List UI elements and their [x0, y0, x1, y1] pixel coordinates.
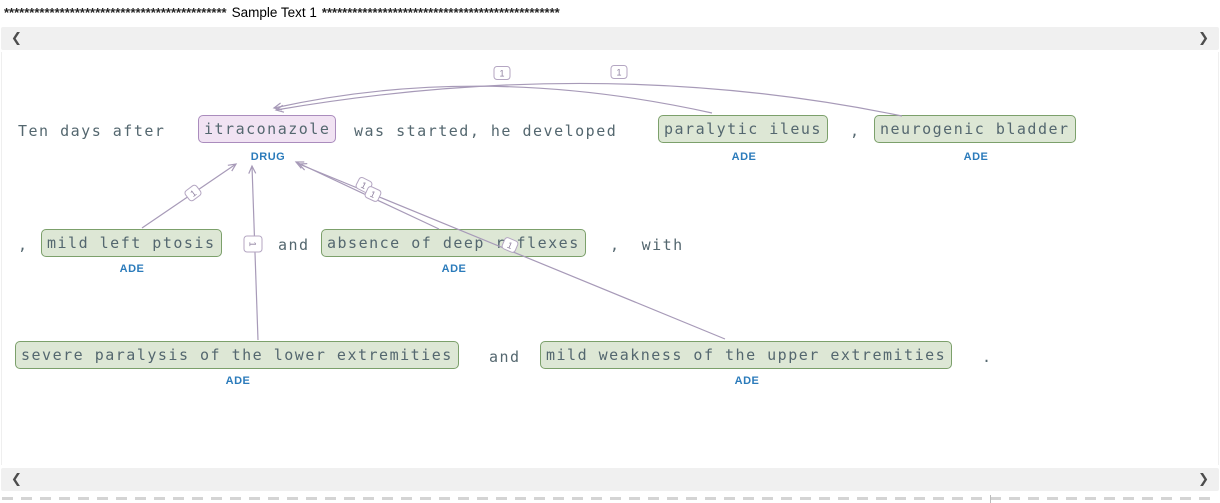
svg-text:1: 1	[616, 68, 621, 78]
scroll-left-icon[interactable]: ❮	[11, 472, 22, 487]
relation-arc-drug-paralytic-ileus[interactable]	[272, 85, 713, 114]
page-title: Sample Text 1	[231, 5, 317, 20]
text-run: .	[982, 348, 993, 366]
relation-arc-drug-neurogenic-bladder[interactable]	[274, 82, 903, 117]
text-run: was started, he developed	[354, 122, 618, 140]
entity-type-label-ade[interactable]: ADE	[963, 151, 989, 163]
svg-text:1: 1	[359, 180, 368, 191]
text-run: ,	[850, 122, 861, 140]
scroll-left-icon[interactable]: ❮	[11, 31, 22, 46]
text-run: ,	[18, 236, 29, 254]
header-asterisks-left: ****************************************…	[4, 5, 227, 20]
entity-type-label-ade[interactable]: ADE	[119, 263, 145, 275]
svg-text:1: 1	[188, 188, 198, 199]
relation-label[interactable]: 1	[184, 184, 202, 202]
svg-text:1: 1	[248, 241, 258, 246]
cutoff-divider	[990, 495, 991, 503]
cutoff-next-section	[0, 494, 1220, 503]
entity-ade-severe-paralysis[interactable]: severe paralysis of the lower extremitie…	[15, 341, 459, 369]
scroll-right-icon[interactable]: ❯	[1198, 31, 1209, 46]
relation-line-ptosis-drug[interactable]	[141, 163, 238, 229]
relation-line-absence-reflexes-drug[interactable]	[294, 161, 440, 230]
relation-line-severe-paralysis-drug[interactable]	[248, 164, 259, 341]
entity-type-label-ade[interactable]: ADE	[441, 263, 467, 275]
entity-ade-mild-left-ptosis[interactable]: mild left ptosis	[41, 229, 222, 257]
relation-label[interactable]: 1	[364, 186, 382, 203]
svg-text:1: 1	[499, 69, 504, 79]
relation-arcs-layer: 1 1 1 1 1 1	[141, 65, 903, 341]
entity-type-label-ade[interactable]: ADE	[731, 151, 757, 163]
top-horizontal-scrollbar[interactable]: ❮ ❯	[1, 27, 1219, 50]
text-run: and	[278, 236, 310, 254]
entity-ade-absence-of-deep-reflexes[interactable]: absence of deep reflexes	[321, 229, 586, 257]
relation-label[interactable]: 1	[355, 176, 373, 193]
relation-label[interactable]: 1	[610, 65, 628, 79]
annotation-canvas: Ten days after itraconazole was started,…	[1, 52, 1219, 465]
svg-text:1: 1	[368, 189, 377, 200]
entity-ade-mild-weakness[interactable]: mild weakness of the upper extremities	[540, 341, 953, 369]
entity-drug-itraconazole[interactable]: itraconazole	[198, 115, 337, 143]
cutoff-dashed-row	[2, 497, 1212, 500]
entity-ade-paralytic-ileus[interactable]: paralytic ileus	[658, 115, 828, 143]
header-asterisks-right: ****************************************…	[321, 5, 560, 20]
relation-label[interactable]: 1	[493, 66, 511, 80]
text-run: , with	[610, 236, 684, 254]
entity-type-label-drug[interactable]: DRUG	[250, 151, 286, 163]
entity-ade-neurogenic-bladder[interactable]: neurogenic bladder	[874, 115, 1076, 143]
text-run: Ten days after	[18, 122, 166, 140]
relation-label[interactable]: 1	[243, 235, 263, 253]
text-run: and	[489, 348, 521, 366]
scroll-right-icon[interactable]: ❯	[1198, 472, 1209, 487]
entity-type-label-ade[interactable]: ADE	[734, 375, 760, 387]
sample-header: ****************************************…	[4, 3, 1216, 23]
bottom-horizontal-scrollbar[interactable]: ❮ ❯	[1, 468, 1219, 491]
entity-type-label-ade[interactable]: ADE	[225, 375, 251, 387]
